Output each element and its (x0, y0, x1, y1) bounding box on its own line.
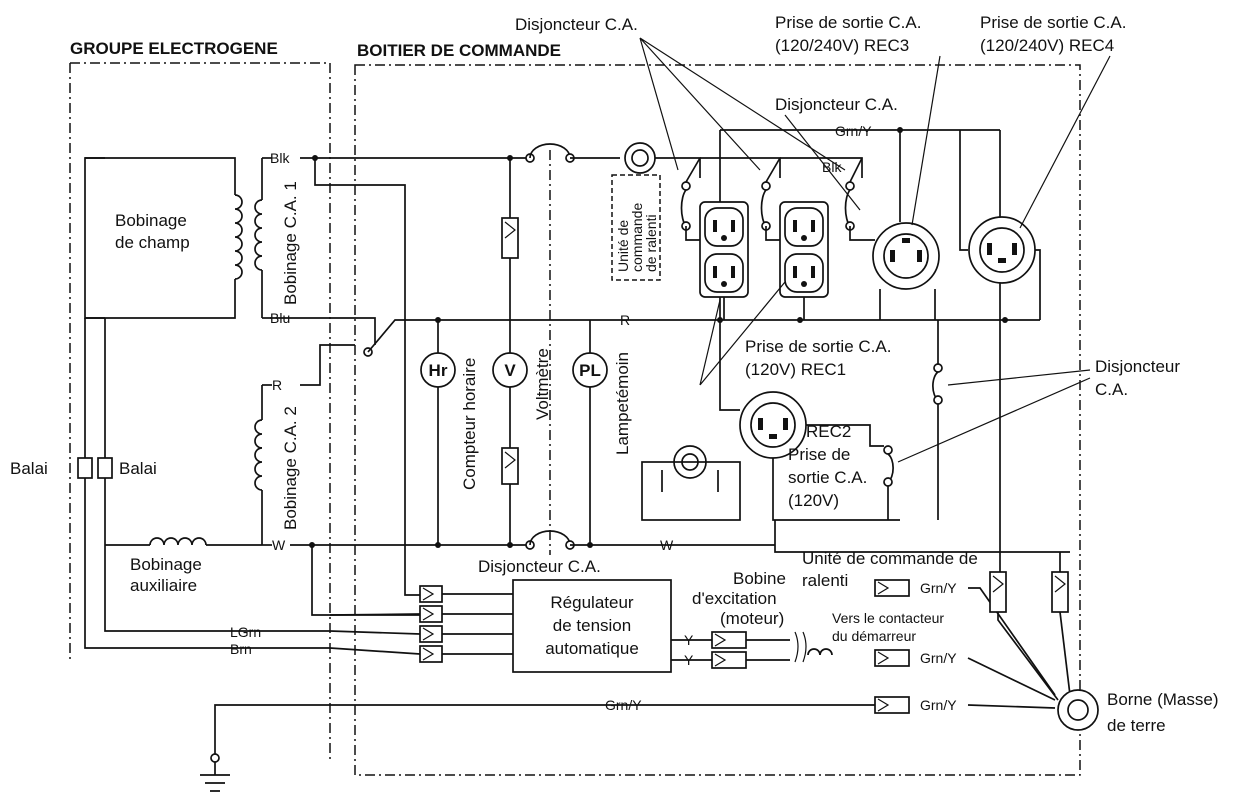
wire-lgrn: LGrn (230, 624, 261, 640)
brushes: Balai Balai (10, 318, 330, 649)
wire-y-1: Y (684, 632, 694, 648)
wire-grn-y-top: Grn/Y (835, 123, 872, 139)
voltmeter: V Voltmètre (492, 158, 552, 545)
idle-unit-bottom-label-2: ralenti (802, 571, 848, 590)
excitation-label-2: d'excitation (692, 589, 777, 608)
control-box-section: BOITIER DE COMMANDE (354, 41, 1081, 776)
ground-terminal-icon (1057, 689, 1099, 731)
rec2-label-2: Prise de (788, 445, 850, 464)
wire-blk-right: Blk (822, 159, 842, 175)
wire-grn-y-conn3: Grn/Y (920, 697, 957, 713)
wire-r-mid: R (620, 312, 630, 328)
starter-label-2: du démarreur (832, 628, 916, 644)
rec4-outlet (959, 130, 1041, 320)
excitation-label-3: (moteur) (720, 609, 784, 628)
hour-meter-label: Compteur horaire (460, 358, 479, 490)
rec1-label-2: (120V) REC1 (745, 360, 846, 379)
voltage-regulator: Régulateur de tension automatique LGrn B… (230, 579, 672, 673)
r-bus: R (270, 312, 1040, 386)
rec1-label-1: Prise de sortie C.A. (745, 337, 891, 356)
rec3-label-1: Prise de sortie C.A. (775, 13, 921, 32)
breaker-bottom-label: Disjoncteur C.A. (478, 557, 601, 576)
excitation-coil: Y Y Bobine d'excitation (moteur) (671, 569, 833, 669)
wire-y-2: Y (684, 652, 694, 668)
rec3-callout: Prise de sortie C.A. (120/240V) REC3 (775, 13, 941, 226)
rec4-label-2: (120/240V) REC4 (980, 36, 1114, 55)
regulator-label-2: de tension (553, 616, 631, 635)
idle-unit-label-3: de ralenti (643, 214, 659, 272)
field-winding-label-2: de champ (115, 233, 190, 252)
wire-brn: Brn (230, 641, 252, 657)
excitation-label-1: Bobine (733, 569, 786, 588)
brush-left-icon (77, 457, 93, 479)
regulator-label-3: automatique (545, 639, 639, 658)
pilot-lamp-fixture (641, 445, 741, 521)
field-winding-label-1: Bobinage (115, 211, 187, 230)
rec3-outlet (872, 222, 940, 320)
rec2-outlet (739, 391, 900, 521)
starter-label: Vers le contacteur du démarreur (832, 610, 944, 644)
hour-meter-icon: Hr (429, 361, 448, 380)
aux-winding: Bobinage auxiliaire (105, 537, 262, 595)
starter-label-1: Vers le contacteur (832, 610, 944, 626)
rec1-duplex-outlet-2 (779, 201, 829, 298)
ground-label-1: Borne (Masse) (1107, 690, 1218, 709)
regulator-label-1: Régulateur (550, 593, 634, 612)
wire-grn-y-conn1: Grn/Y (920, 580, 957, 596)
ground-wiring: Grn/Y Grn/Y Grn/Y Grn/Y Borne (Masse) de… (200, 552, 1218, 792)
idle-sensor-icon (624, 142, 656, 174)
wire-blk-left: Blk (270, 150, 290, 166)
mid-breaker-callout: Disjoncteur C.A. (775, 95, 898, 211)
rec2-label-1: REC2 (806, 422, 851, 441)
pilot-lamp-label: Lampetémoin (613, 352, 632, 455)
wire-grn-y-conn2: Grn/Y (920, 650, 957, 666)
breaker-right-label-1: Disjoncteur (1095, 357, 1180, 376)
rec4-label-1: Prise de sortie C.A. (980, 13, 1126, 32)
generator-section-title: GROUPE ELECTROGENE (70, 39, 278, 58)
pilot-lamp-icon: PL (579, 361, 601, 380)
ac-winding-2-label: Bobinage C.A. 2 (281, 406, 300, 530)
ac-winding-1-label: Bobinage C.A. 1 (281, 181, 300, 305)
idle-unit-bottom-label: Unité de commande de ralenti (802, 549, 978, 590)
wire-grn-y-bottom: Grn/Y (605, 697, 642, 713)
voltmeter-icon: V (504, 361, 516, 380)
breakers-top (680, 157, 875, 241)
idle-unit-bottom-label-1: Unité de commande de (802, 549, 978, 568)
brush-right-label: Balai (119, 459, 157, 478)
breaker-top-label: Disjoncteur C.A. (515, 15, 638, 34)
rec1-duplex-outlet (699, 201, 749, 298)
hour-meter: Hr Compteur horaire (420, 320, 479, 545)
breaker-right-label-2: C.A. (1095, 380, 1128, 399)
rec4-callout: Prise de sortie C.A. (120/240V) REC4 (980, 13, 1126, 229)
aux-winding-label-2: auxiliaire (130, 576, 197, 595)
generator-section: GROUPE ELECTROGENE (69, 39, 331, 760)
breaker-mid-label: Disjoncteur C.A. (775, 95, 898, 114)
rec3-label-2: (120/240V) REC3 (775, 36, 909, 55)
ac-winding-2: Bobinage C.A. 2 (254, 384, 300, 546)
brush-right-icon (97, 457, 113, 479)
idle-unit-label-1: Unité de (615, 220, 631, 272)
wire-w-left: W (272, 537, 286, 553)
field-winding: Bobinage de champ (84, 157, 243, 319)
voltmeter-label: Voltmètre (533, 348, 552, 420)
rec1-callout: Prise de sortie C.A. (120V) REC1 (699, 281, 891, 386)
rec2-label-3: sortie C.A. (788, 468, 867, 487)
wire-w-mid: W (660, 537, 674, 553)
rec2-label: REC2 Prise de sortie C.A. (120V) (788, 422, 867, 510)
aux-winding-label-1: Bobinage (130, 555, 202, 574)
breakers-right (860, 320, 943, 520)
brush-left-label: Balai (10, 459, 48, 478)
idle-unit-label-2: commande (629, 203, 645, 272)
ground-label-2: de terre (1107, 716, 1166, 735)
rec2-label-4: (120V) (788, 491, 839, 510)
control-box-section-title: BOITIER DE COMMANDE (357, 41, 561, 60)
wire-r-left: R (272, 377, 282, 393)
idle-control-unit: Unité de commande de ralenti (611, 174, 661, 281)
pilot-lamp: PL Lampetémoin (572, 320, 632, 545)
right-breaker-callout: Disjoncteur C.A. (897, 357, 1180, 463)
ac-winding-1: Bobinage C.A. 1 (254, 157, 300, 319)
